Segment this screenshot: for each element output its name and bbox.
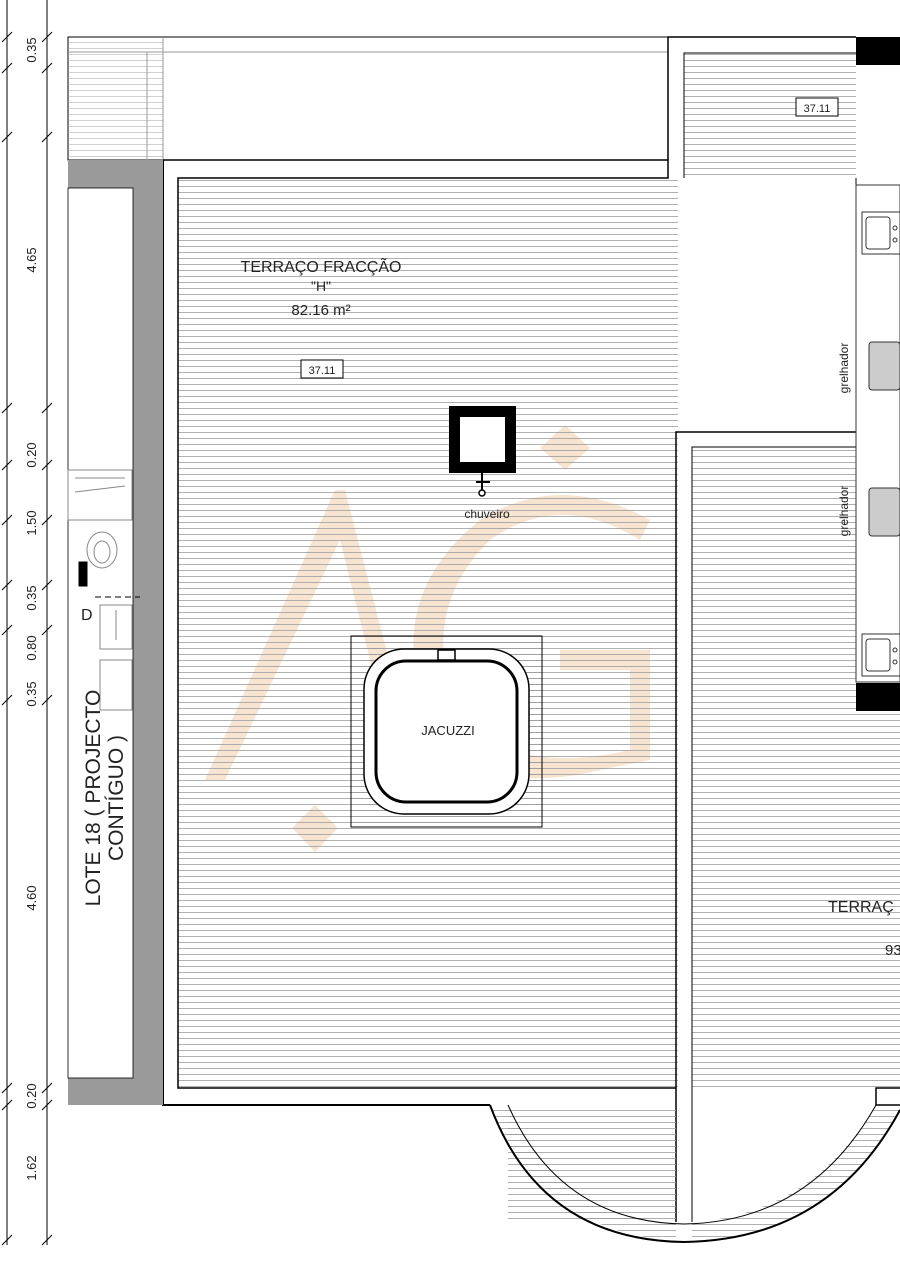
grill-label-2: grelhador xyxy=(837,486,851,537)
neighbor-lot-line1: LOTE 18 ( PROJECTO xyxy=(82,690,105,907)
neighbor-lot-line2: CONTÍGUO ) xyxy=(105,735,128,861)
dimension-tick xyxy=(41,1234,53,1246)
dimension-label: 0.35 xyxy=(24,681,39,706)
jacuzzi-label: JACUZZI xyxy=(421,723,474,738)
dimension-label: 0.20 xyxy=(24,442,39,467)
dimension-tick xyxy=(41,402,53,414)
dimension-tick xyxy=(1,1234,13,1246)
neighbor-wall xyxy=(67,160,163,1105)
jacuzzi xyxy=(350,635,543,828)
dimension-tick xyxy=(1,624,13,636)
dimension-tick xyxy=(41,459,53,471)
dimension-label: 0.35 xyxy=(24,585,39,610)
top-right-terrace xyxy=(667,36,900,178)
dimension-label: 1.62 xyxy=(24,1155,39,1180)
neighbor-fixtures: D xyxy=(67,469,140,711)
dimension-tick xyxy=(41,131,53,143)
terrace-h-area xyxy=(162,159,678,1106)
level-tag-main-text: 37.11 xyxy=(309,365,336,377)
dimension-tick xyxy=(1,459,13,471)
dimension-tick xyxy=(1,694,13,706)
dimension-tick xyxy=(1,1082,13,1094)
dimension-label: 0.80 xyxy=(24,635,39,660)
dimension-label: 0.35 xyxy=(24,37,39,62)
top-balcony xyxy=(67,36,669,161)
level-tag-top: 37.11 xyxy=(795,97,839,117)
dimension-tick xyxy=(41,31,53,43)
grill-counter xyxy=(855,184,900,683)
dimension-tick xyxy=(41,1099,53,1111)
terrace-unit-letter: "H" xyxy=(311,278,331,294)
level-tag-main: 37.11 xyxy=(300,359,344,379)
curved-balcony xyxy=(489,1104,900,1244)
dimension-tick xyxy=(1,402,13,414)
dimension-line: 0.35 4.65 0.20 1.50 0.35 0.80 0.35 4.60 0.20 1.62 xyxy=(1,0,53,1246)
dimension-tick xyxy=(1,579,13,591)
dimension-label: 4.60 xyxy=(24,885,39,910)
dimension-tick xyxy=(41,694,53,706)
dimension-tick xyxy=(1,31,13,43)
dimension-tick xyxy=(41,514,53,526)
dimension-tick xyxy=(41,62,53,74)
terrace-title: TERRAÇO FRACÇÃO xyxy=(241,256,402,276)
dimension-label: 0.20 xyxy=(24,1083,39,1108)
dimension-tick xyxy=(41,624,53,636)
dimension-tick xyxy=(1,62,13,74)
right-terrace-area: 93 xyxy=(885,942,900,959)
dimension-tick xyxy=(1,1099,13,1111)
dimension-tick xyxy=(1,514,13,526)
dimension-tick xyxy=(1,131,13,143)
grill-label-1: grelhador xyxy=(837,343,851,394)
level-tag-top-text: 37.11 xyxy=(804,103,831,115)
dimension-tick xyxy=(41,1082,53,1094)
shower-fixture xyxy=(449,406,516,497)
terrace-area: 82.16 m² xyxy=(291,302,350,319)
right-terrace-title: TERRAÇ xyxy=(828,899,894,916)
svg-text:D: D xyxy=(81,607,93,624)
dimension-label: 4.65 xyxy=(24,247,39,272)
dimension-label: 1.50 xyxy=(24,510,39,535)
dimension-tick xyxy=(41,579,53,591)
shower-label: chuveiro xyxy=(464,507,510,521)
